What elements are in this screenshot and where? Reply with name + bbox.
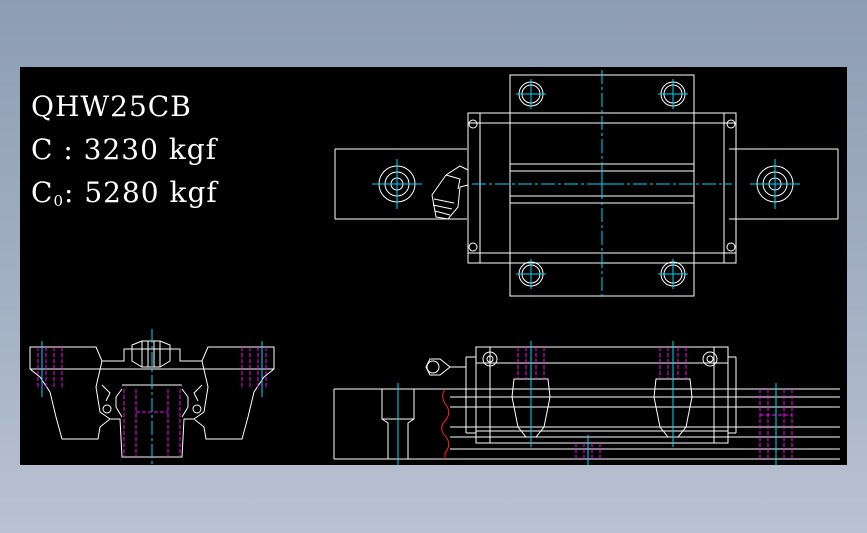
top-view — [334, 70, 839, 299]
top-view-centerlines — [472, 70, 732, 299]
static-load-unit: kgf — [169, 176, 218, 209]
end-view — [29, 329, 275, 465]
static-load-value: 5280 — [84, 176, 160, 209]
model-text: QHW25CB — [31, 90, 192, 123]
cad-linework: .w { stroke: #ffffff; fill: none; stroke… — [29, 70, 840, 465]
static-load-label: C0: 5280 kgf — [31, 179, 218, 209]
top-view-end-screws — [468, 119, 736, 252]
cad-drawing-area[interactable]: QHW25CB C : 3230 kgf C0: 5280 kgf .w { s… — [20, 67, 847, 465]
top-view-rail-holes — [372, 159, 800, 209]
dynamic-load-label: C : 3230 kgf — [31, 136, 217, 164]
top-view-mounting-holes — [516, 79, 688, 289]
dynamic-load-symbol: C — [31, 133, 54, 166]
static-load-subscript: 0 — [53, 192, 64, 210]
top-view-grease-nipple — [431, 165, 469, 220]
model-label: QHW25CB — [31, 93, 192, 121]
dynamic-load-separator: : — [53, 133, 84, 166]
static-load-separator: : — [63, 176, 85, 209]
dynamic-load-value: 3230 — [83, 133, 159, 166]
static-load-symbol: C — [31, 176, 54, 209]
side-view — [333, 341, 840, 465]
dynamic-load-unit: kgf — [168, 133, 218, 166]
